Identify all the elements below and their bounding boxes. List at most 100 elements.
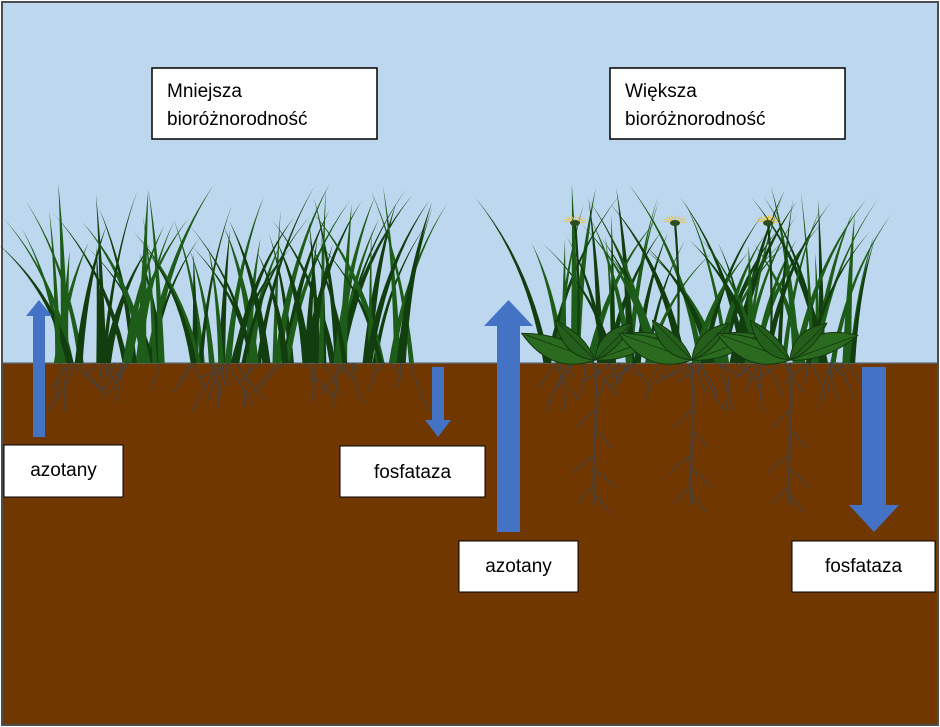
right-phosphatase-text: fosfataza (825, 556, 903, 577)
root-branch (691, 494, 707, 514)
root-strand (826, 362, 844, 393)
right-panel-title: Większa bioróżnorodność (609, 67, 846, 140)
root-strand (304, 362, 335, 399)
rosette-leaf (554, 319, 596, 361)
root-branch (594, 494, 610, 514)
root-strand (577, 362, 586, 400)
root-strand (190, 362, 221, 412)
root-strand (724, 362, 730, 412)
root-strand (617, 362, 644, 378)
root-branch (771, 409, 791, 429)
grass-blade-icon (102, 244, 151, 363)
root-strand (735, 362, 744, 375)
grass-blade-icon (313, 197, 341, 363)
rosette-leaf (594, 322, 633, 361)
root-strand (802, 362, 808, 382)
root-branch (767, 454, 791, 474)
root-strand (173, 362, 195, 393)
grass-blade-icon (388, 203, 448, 363)
arrow-down-icon (849, 367, 899, 532)
root-strand (54, 362, 61, 401)
taproot (689, 362, 695, 506)
root-strand (546, 362, 570, 413)
root-branch (691, 429, 709, 449)
left-nitrate-text: azotany (30, 460, 97, 481)
root-strand (759, 362, 763, 412)
root-branch (669, 454, 693, 474)
root-strand (259, 362, 285, 390)
grass-blade-icon (776, 199, 793, 363)
left-phosphatase-text: fosfataza (374, 462, 452, 483)
root-strand (321, 362, 348, 395)
grass-blade-icon (101, 191, 138, 363)
root-branch (789, 469, 811, 489)
root-strand (654, 362, 684, 384)
root-branch (773, 484, 791, 504)
root-strand (84, 362, 95, 377)
rosette-leaf (651, 319, 693, 361)
root-strand (809, 362, 827, 402)
root-branch (673, 409, 693, 429)
root-strand (783, 362, 811, 385)
grass-blade-icon (555, 203, 584, 363)
grass-blade-icon (316, 240, 384, 363)
left-nitrate-label: azotany (3, 444, 124, 498)
arrow-up-icon (26, 300, 52, 437)
root-strand (697, 362, 718, 397)
root-branch (691, 469, 713, 489)
root-strand (394, 362, 402, 389)
root-strand (323, 362, 343, 397)
grass-blade-icon (0, 245, 74, 363)
grass-blade-icon (229, 220, 271, 363)
right-phosphatase-arrow (849, 367, 899, 532)
right-title-line1: Większa (625, 81, 697, 102)
root-strand (114, 362, 123, 404)
right-title-line2: bioróżnorodność (625, 109, 765, 130)
left-grass-meadow (0, 183, 448, 363)
root-strand (367, 362, 375, 392)
grass-blade-icon (753, 243, 806, 363)
left-title-line2: bioróżnorodność (167, 109, 307, 130)
grass-blade-icon (333, 196, 376, 363)
root-strand (113, 362, 121, 385)
root-strand (763, 362, 784, 398)
rosette-leaf (691, 322, 730, 361)
grass-blade-icon (715, 233, 766, 363)
root-strand (199, 362, 229, 379)
root-branch (578, 484, 596, 504)
root-strand (715, 362, 743, 378)
right-phosphatase-label: fosfataza (791, 540, 936, 593)
root-branch (789, 429, 807, 449)
root-strand (841, 362, 856, 399)
left-panel-title: Mniejsza bioróżnorodność (151, 67, 378, 140)
root-strand (107, 362, 130, 396)
root-branch (572, 454, 596, 474)
grass-blade-icon (207, 245, 224, 363)
grass-blade-icon (276, 240, 312, 363)
root-strand (390, 362, 404, 382)
grass-blade-icon (283, 200, 351, 363)
grass-blade-icon (241, 216, 311, 363)
rosette-leaf (749, 319, 791, 361)
right-nitrate-text: azotany (485, 556, 552, 577)
grass-blade-icon (141, 242, 197, 363)
grass-blade-icon (570, 183, 580, 363)
left-title-line1: Mniejsza (167, 81, 242, 102)
grass-blade-icon (370, 190, 414, 363)
root-strand (609, 362, 637, 391)
grass-blade-icon (272, 210, 281, 363)
root-strand (644, 362, 661, 401)
taproot (592, 362, 598, 506)
root-strand (824, 362, 839, 375)
root-strand (817, 362, 833, 410)
root-strand (353, 362, 359, 374)
root-strand (784, 362, 806, 394)
root-strand (610, 362, 634, 379)
root-strand (104, 362, 116, 380)
root-strand (700, 362, 727, 413)
root-strand (63, 362, 69, 412)
root-strand (538, 362, 559, 390)
grass-blade-icon (122, 225, 165, 363)
